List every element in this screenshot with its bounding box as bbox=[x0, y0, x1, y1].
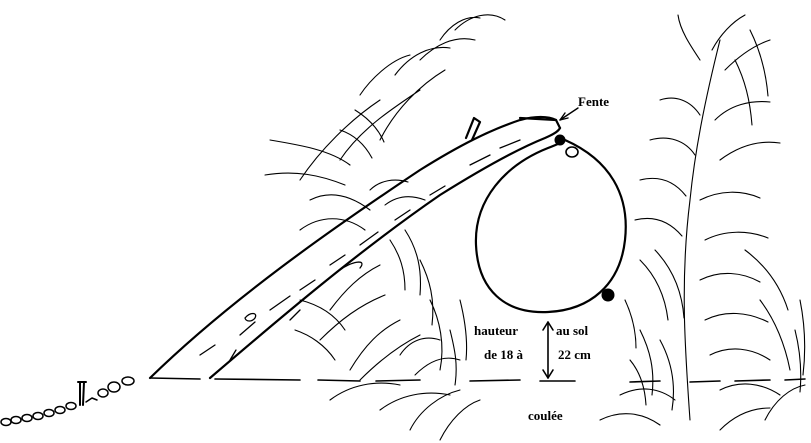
chain-rings bbox=[1, 377, 134, 426]
slit-pointer bbox=[560, 108, 578, 120]
vegetation-right bbox=[600, 15, 805, 430]
height-label-right-line1: au sol bbox=[556, 323, 588, 339]
height-label-right-line2: 22 cm bbox=[558, 347, 591, 363]
runway-label: coulée bbox=[528, 408, 563, 424]
height-label-left-line2: de 18 à bbox=[484, 347, 523, 363]
snare-knot-top bbox=[555, 135, 565, 145]
ground-line bbox=[150, 378, 805, 382]
vegetation-left bbox=[265, 15, 505, 440]
snare-knot-bottom bbox=[602, 289, 614, 301]
height-arrow bbox=[543, 322, 553, 378]
slit-label: Fente bbox=[578, 94, 609, 110]
height-label-left-line1: hauteur bbox=[474, 323, 518, 339]
